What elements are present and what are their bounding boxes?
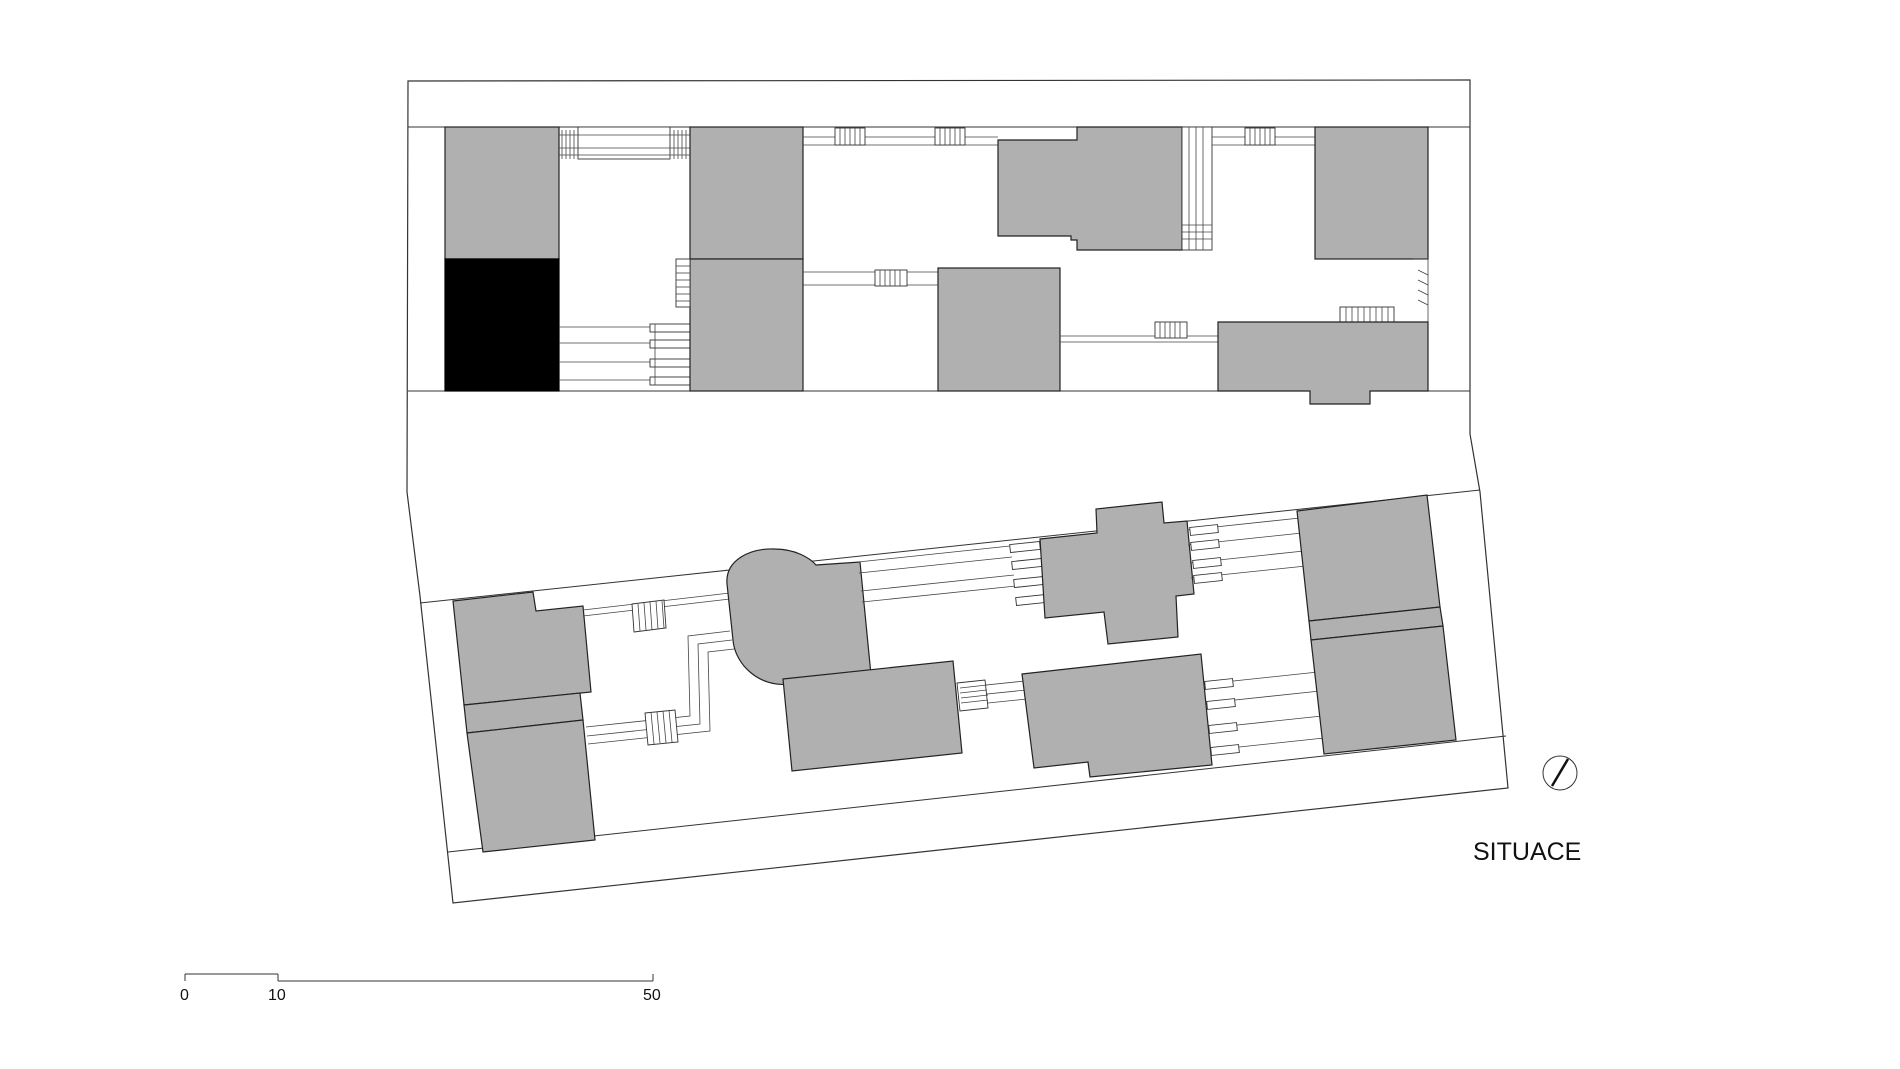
bridge-n1-n2-top bbox=[559, 126, 690, 160]
building-n6 bbox=[1217, 321, 1429, 405]
building-s4-cross bbox=[1039, 501, 1195, 645]
bridge-n3-n4 bbox=[1212, 127, 1315, 146]
bridge-n5-n6 bbox=[1060, 321, 1218, 343]
building-n5 bbox=[937, 267, 1061, 392]
building-s3 bbox=[782, 660, 963, 772]
building-highlighted bbox=[444, 258, 560, 392]
bridge-n2-n3-top bbox=[803, 127, 998, 146]
stair-n6-top bbox=[1339, 306, 1395, 324]
drawing-title: SITUACE bbox=[1473, 838, 1581, 866]
scale-label-10: 10 bbox=[268, 987, 286, 1004]
south-row-bottom-edge bbox=[447, 735, 1507, 853]
scale-bar: 0 10 50 bbox=[180, 973, 661, 1004]
building-n4 bbox=[1314, 126, 1429, 260]
south-row-top-edge bbox=[419, 489, 1481, 604]
bridges-n1-n2-lower bbox=[559, 323, 691, 386]
building-n3 bbox=[997, 126, 1183, 251]
stair-n3-right bbox=[1181, 126, 1213, 251]
building-s6-upper bbox=[1296, 494, 1441, 622]
bridge-n2-n5 bbox=[803, 269, 938, 287]
building-n1-upper bbox=[444, 126, 560, 260]
scale-label-0: 0 bbox=[180, 987, 189, 1004]
bridge-s3-s5 bbox=[956, 679, 1028, 712]
bridges-s2-s4 bbox=[857, 540, 1047, 607]
south-block bbox=[419, 489, 1507, 853]
bridge-s1-s2-lower bbox=[585, 630, 735, 746]
building-s2-round bbox=[726, 548, 872, 686]
bridges-s4-s6 bbox=[1186, 517, 1307, 584]
stair-n4-n6 bbox=[1413, 258, 1429, 322]
north-block bbox=[406, 79, 1509, 904]
building-s5 bbox=[1021, 653, 1213, 778]
stair-n2-side bbox=[675, 258, 691, 308]
building-n2-lower bbox=[689, 258, 804, 392]
stair-steps bbox=[561, 130, 687, 159]
building-n2-upper bbox=[689, 126, 804, 260]
north-arrow-icon bbox=[1542, 755, 1578, 791]
building-s6-lower bbox=[1310, 625, 1457, 755]
bridge-s1-s2-upper bbox=[582, 592, 731, 633]
building-s1-upper bbox=[452, 591, 592, 706]
bridges-s5-s6 bbox=[1204, 671, 1325, 756]
building-s1-lower bbox=[466, 719, 596, 853]
scale-label-50: 50 bbox=[643, 987, 661, 1004]
